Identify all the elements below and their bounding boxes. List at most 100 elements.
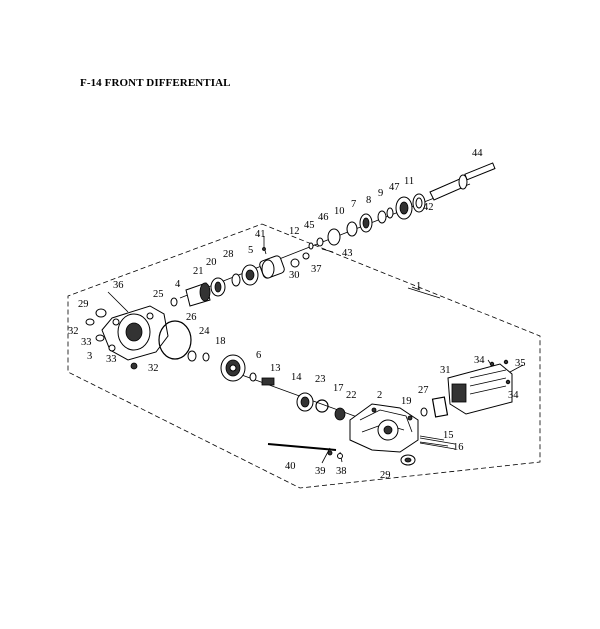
callout-21: 21 [193,266,204,277]
callout-36: 36 [113,280,124,291]
callout-22: 22 [346,390,357,401]
housing-cover-3 [101,305,169,361]
callout-7: 7 [351,199,356,210]
assembly-boundary [67,223,541,489]
washer-30 [290,258,300,268]
callout-38: 38 [336,466,347,477]
callout-18: 18 [215,336,226,347]
ring-46 [327,228,341,246]
ring-8 [377,210,387,224]
bolt-16 [419,441,449,447]
callout-47: 47 [389,182,400,193]
bolt-41-head [262,247,266,251]
bolt-32-bottom [130,362,138,370]
callout-29-left: 29 [78,299,89,310]
callout-25: 25 [153,289,164,300]
spring-14 [261,377,275,386]
callout-40: 40 [285,461,296,472]
callout-32-left: 32 [68,326,79,337]
ring-13 [249,372,257,382]
callout-14: 14 [291,372,302,383]
callout-43: 43 [342,248,353,259]
ring-12 [308,242,314,250]
callout-34-bottom: 34 [508,390,519,401]
callout-11: 11 [404,176,414,187]
ring-18 [202,352,210,362]
ring-10 [346,221,358,237]
washer-32-left [85,318,95,326]
bearing-20 [231,273,241,287]
callout-2: 2 [377,390,382,401]
callout-27: 27 [418,385,429,396]
washer-33-left [95,334,105,342]
callout-5: 5 [248,245,253,256]
pin-39 [327,450,333,456]
ring-17 [315,399,329,413]
callout-28: 28 [223,249,234,260]
callout-37: 37 [311,264,322,275]
callout-16: 16 [453,442,464,453]
callout-12: 12 [289,226,300,237]
bolt-36 [107,291,129,313]
bearing-23 [296,392,314,412]
callout-35: 35 [515,358,526,369]
ring-19 [420,407,428,417]
ring-gear-6 [220,354,246,382]
callout-39: 39 [315,466,326,477]
callout-30: 30 [289,270,300,281]
callout-31: 31 [440,365,451,376]
leader-1 [411,286,421,291]
ring-24 [187,350,197,362]
washer-37 [302,252,310,260]
callout-13: 13 [270,363,281,374]
bolt-15 [419,435,445,441]
callout-32-bottom: 32 [148,363,159,374]
page-title: F-14 FRONT DIFFERENTIAL [80,77,231,89]
washer-29-bottom-hole [404,457,412,463]
callout-24: 24 [199,326,210,337]
callout-8: 8 [366,195,371,206]
callout-42: 42 [423,202,434,213]
o-ring-26 [158,320,192,360]
callout-33-left: 33 [81,337,92,348]
bearing-28 [241,264,259,286]
seal-11-inner [415,197,423,209]
washer-29-left [95,308,107,318]
ring-9 [386,207,394,219]
callout-45: 45 [304,220,315,231]
pinion-gear-4 [185,282,211,307]
callout-3: 3 [87,351,92,362]
shaft-44 [429,162,496,201]
callout-23: 23 [315,374,326,385]
callout-15: 15 [443,430,454,441]
callout-10: 10 [334,206,345,217]
ring-25 [170,297,178,307]
main-housing-2 [349,403,419,453]
rod-40 [267,443,337,451]
pin-38 [337,453,343,459]
ring-45 [316,237,324,247]
callout-17: 17 [333,383,344,394]
callout-20: 20 [206,257,217,268]
callout-44: 44 [472,148,483,159]
gasket-27 [431,396,449,418]
collar-5 [259,255,285,279]
bearing-7 [359,213,373,233]
callout-41: 41 [255,229,266,240]
callout-46: 46 [318,212,329,223]
callout-29-bottom: 29 [380,470,391,481]
callout-labels: 1 2 3 4 5 6 7 8 9 10 11 12 13 14 15 16 1… [68,148,526,481]
callout-6: 6 [256,350,261,361]
callout-33-bottom: 33 [106,354,117,365]
actuator-31 [447,359,513,415]
bearing-21 [210,277,226,297]
callout-19: 19 [401,396,412,407]
bearing-47 [395,196,413,220]
callout-9: 9 [378,188,383,199]
callout-1: 1 [416,281,421,292]
callout-34-top: 34 [474,355,485,366]
callout-4: 4 [175,279,181,290]
callout-26: 26 [186,312,197,323]
bearing-22 [334,407,346,421]
